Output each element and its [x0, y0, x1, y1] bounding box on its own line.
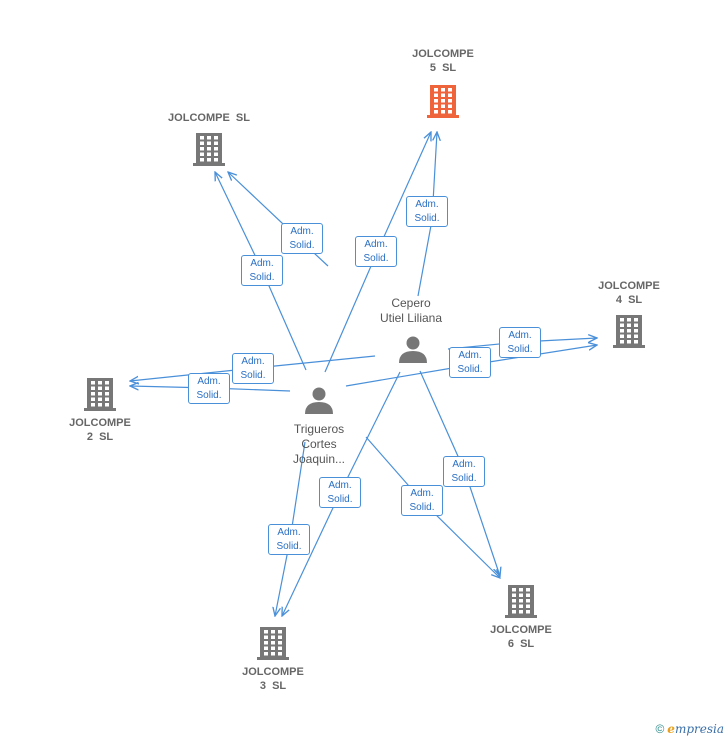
- edge-label-line: Solid.: [240, 370, 266, 381]
- building-icon-jc6[interactable]: [505, 585, 537, 618]
- edge-label-line: Adm.: [452, 459, 476, 470]
- copyright-icon: ©: [655, 722, 665, 736]
- building-icon-jc4[interactable]: [613, 315, 645, 348]
- person-icon-trigueros[interactable]: [305, 387, 333, 415]
- edge-label-trigueros-jcsl[interactable]: Adm. Solid.: [241, 255, 283, 286]
- edge-label-line: Solid.: [249, 272, 275, 283]
- edge-label-trigueros-jc4[interactable]: Adm. Solid.: [449, 347, 491, 378]
- edge-label-line: Solid.: [276, 541, 302, 552]
- edge-label-line: Adm.: [290, 226, 314, 237]
- company-label-line: 3 SL: [259, 680, 287, 692]
- person-label-line: Cortes: [301, 437, 337, 451]
- edge-label-line: Solid.: [451, 473, 477, 484]
- edge-label-cepero-jc4[interactable]: Adm. Solid.: [499, 327, 541, 358]
- edge-label-line: Adm.: [364, 239, 388, 250]
- company-label-line: 4 SL: [615, 294, 643, 306]
- building-icon-jc5[interactable]: [427, 85, 459, 118]
- building-icon-jc2[interactable]: [84, 378, 116, 411]
- edge-label-line: Adm.: [410, 488, 434, 499]
- company-label-line: JOLCOMPE: [490, 624, 552, 636]
- person-label-line: Trigueros: [293, 422, 345, 436]
- person-label-line: Joaquin...: [292, 452, 346, 466]
- edge-label-cepero-jc5[interactable]: Adm. Solid.: [406, 196, 448, 227]
- edge-label-trigueros-jc3[interactable]: Adm. Solid.: [268, 524, 310, 555]
- edge-label-line: Solid.: [196, 390, 222, 401]
- company-label-jcsl[interactable]: JOLCOMPE SL: [149, 111, 269, 125]
- edge-label-line: Adm.: [415, 199, 439, 210]
- footer: © empresia: [655, 722, 724, 736]
- company-label-jc3[interactable]: JOLCOMPE 3 SL: [213, 665, 333, 693]
- edge-label-line: Adm.: [250, 258, 274, 269]
- edge-label-line: Solid.: [363, 253, 389, 264]
- edge-label-line: Adm.: [197, 376, 221, 387]
- company-label-line: 2 SL: [86, 431, 114, 443]
- edge-label-cepero-jcsl[interactable]: Adm. Solid.: [281, 223, 323, 254]
- edge-label-line: Solid.: [289, 240, 315, 251]
- edge-label-line: Solid.: [507, 344, 533, 355]
- edge-label-line: Adm.: [277, 527, 301, 538]
- nodes-layer: [84, 85, 645, 660]
- company-label-jc5[interactable]: JOLCOMPE 5 SL: [383, 47, 503, 75]
- edge-label-line: Solid.: [457, 364, 483, 375]
- edge-label-line: Adm.: [508, 330, 532, 341]
- edge-label-trigueros-jc5[interactable]: Adm. Solid.: [355, 236, 397, 267]
- edge-label-cepero-jc3[interactable]: Adm. Solid.: [319, 477, 361, 508]
- edge-label-trigueros-jc6[interactable]: Adm. Solid.: [401, 485, 443, 516]
- edge-label-line: Solid.: [327, 494, 353, 505]
- edge-label-line: Adm.: [241, 356, 265, 367]
- company-label-line: JOLCOMPE: [412, 48, 474, 60]
- edge-label-line: Adm.: [458, 350, 482, 361]
- company-label-line: JOLCOMPE: [242, 666, 304, 678]
- empresia-logo[interactable]: empresia: [667, 722, 724, 736]
- edge-label-cepero-jc2[interactable]: Adm. Solid.: [232, 353, 274, 384]
- edge-label-trigueros-jc2[interactable]: Adm. Solid.: [188, 373, 230, 404]
- person-icon-cepero[interactable]: [399, 336, 427, 364]
- person-label-line: Utiel Liliana: [379, 311, 443, 325]
- edge-label-line: Adm.: [328, 480, 352, 491]
- building-icon-jcsl[interactable]: [193, 133, 225, 166]
- company-label-jc2[interactable]: JOLCOMPE 2 SL: [40, 416, 160, 444]
- edge-label-line: Solid.: [409, 502, 435, 513]
- company-label-jc4[interactable]: JOLCOMPE 4 SL: [569, 279, 689, 307]
- company-label-line: JOLCOMPE: [69, 417, 131, 429]
- company-label-line: JOLCOMPE: [598, 280, 660, 292]
- edge-label-line: Solid.: [414, 213, 440, 224]
- company-label-line: JOLCOMPE SL: [168, 112, 250, 124]
- company-label-line: 5 SL: [429, 62, 457, 74]
- company-label-line: 6 SL: [507, 638, 535, 650]
- person-label-line: Cepero: [391, 296, 431, 310]
- building-icon-jc3[interactable]: [257, 627, 289, 660]
- company-label-jc6[interactable]: JOLCOMPE 6 SL: [461, 623, 581, 651]
- edge-label-cepero-jc6[interactable]: Adm. Solid.: [443, 456, 485, 487]
